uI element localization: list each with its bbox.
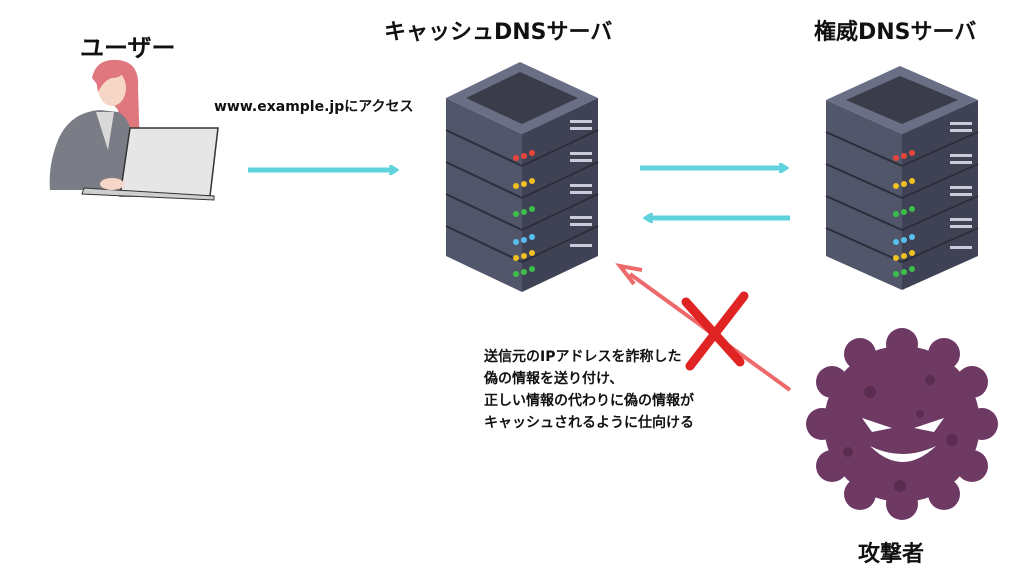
blocked-cross-icon — [681, 291, 749, 371]
query-label: www.example.jpにアクセス — [214, 99, 414, 115]
attack-description-line: 正しい情報の代わりに偽の情報が — [484, 393, 694, 409]
authoritative-dns-server-label: 権威DNSサーバ — [814, 20, 977, 45]
cache-dns-server-label: キャッシュDNSサーバ — [384, 20, 613, 45]
authoritative-dns-server-icon — [825, 66, 979, 290]
attack-description-line: キャッシュされるように仕向ける — [484, 415, 694, 431]
attack-description-line: 偽の情報を送り付け、 — [484, 371, 624, 387]
user-label: ユーザー — [80, 34, 176, 62]
attack-description: 送信元のIPアドレスを詐称した 偽の情報を送り付け、 正しい情報の代わりに偽の情… — [484, 346, 694, 434]
user-illustration-icon — [49, 59, 219, 201]
attacker-illustration-icon — [806, 328, 998, 520]
attacker-label: 攻撃者 — [858, 542, 925, 567]
attack-description-line: 送信元のIPアドレスを詐称した — [484, 349, 682, 365]
cache-dns-server-icon — [445, 62, 599, 292]
